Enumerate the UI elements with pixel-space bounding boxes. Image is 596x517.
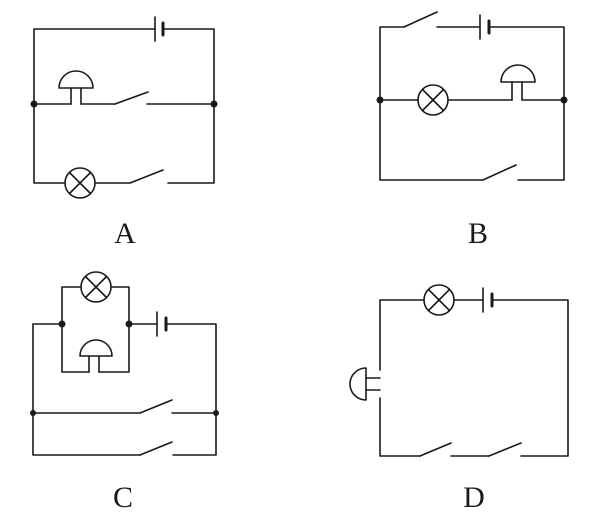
- bell-icon: [349, 367, 381, 401]
- circuit-panel-c: C: [30, 271, 219, 514]
- switch-icon: [139, 399, 173, 414]
- panel-label-b: B: [468, 217, 488, 250]
- lamp-icon: [80, 271, 112, 303]
- wire: [488, 26, 565, 181]
- panel-label-d: D: [463, 481, 485, 514]
- panel-label-a: A: [114, 217, 136, 250]
- switch-icon: [139, 441, 173, 456]
- wire: [110, 286, 130, 325]
- wire: [379, 299, 425, 371]
- bell-icon: [58, 70, 94, 105]
- wire: [162, 28, 215, 184]
- wire: [165, 323, 217, 456]
- lamp-icon: [64, 167, 96, 199]
- switch-icon: [482, 164, 517, 181]
- junction-dot: [125, 320, 133, 328]
- circuit-panel-b: B: [376, 11, 568, 250]
- lamp-icon: [423, 284, 455, 316]
- panel-label-c: C: [113, 481, 133, 514]
- circuit-panel-a: A: [30, 16, 218, 250]
- junction-dot: [210, 100, 218, 108]
- switch-icon: [129, 169, 164, 184]
- wire: [379, 397, 421, 457]
- junction-dot: [30, 100, 38, 108]
- junction-dot: [58, 320, 66, 328]
- wire: [32, 323, 141, 456]
- circuit-panel-d: D: [349, 284, 569, 514]
- battery-icon: [479, 14, 491, 40]
- switch-icon: [419, 442, 452, 457]
- wire: [33, 28, 156, 184]
- wire: [379, 26, 484, 181]
- battery-icon: [156, 311, 168, 337]
- battery-icon: [154, 16, 165, 42]
- switch-icon: [114, 91, 149, 105]
- junction-dot: [30, 410, 36, 416]
- bell-icon: [500, 64, 536, 101]
- wire: [61, 286, 82, 325]
- wire: [491, 299, 569, 457]
- junction-dot: [560, 96, 568, 104]
- lamp-icon: [417, 84, 449, 116]
- battery-icon: [482, 287, 494, 313]
- switch-icon: [403, 11, 438, 28]
- junction-dot: [376, 96, 384, 104]
- bell-icon: [79, 339, 113, 373]
- junction-dot: [213, 410, 219, 416]
- switch-icon: [488, 442, 522, 457]
- wire: [61, 323, 90, 373]
- wire: [98, 323, 130, 373]
